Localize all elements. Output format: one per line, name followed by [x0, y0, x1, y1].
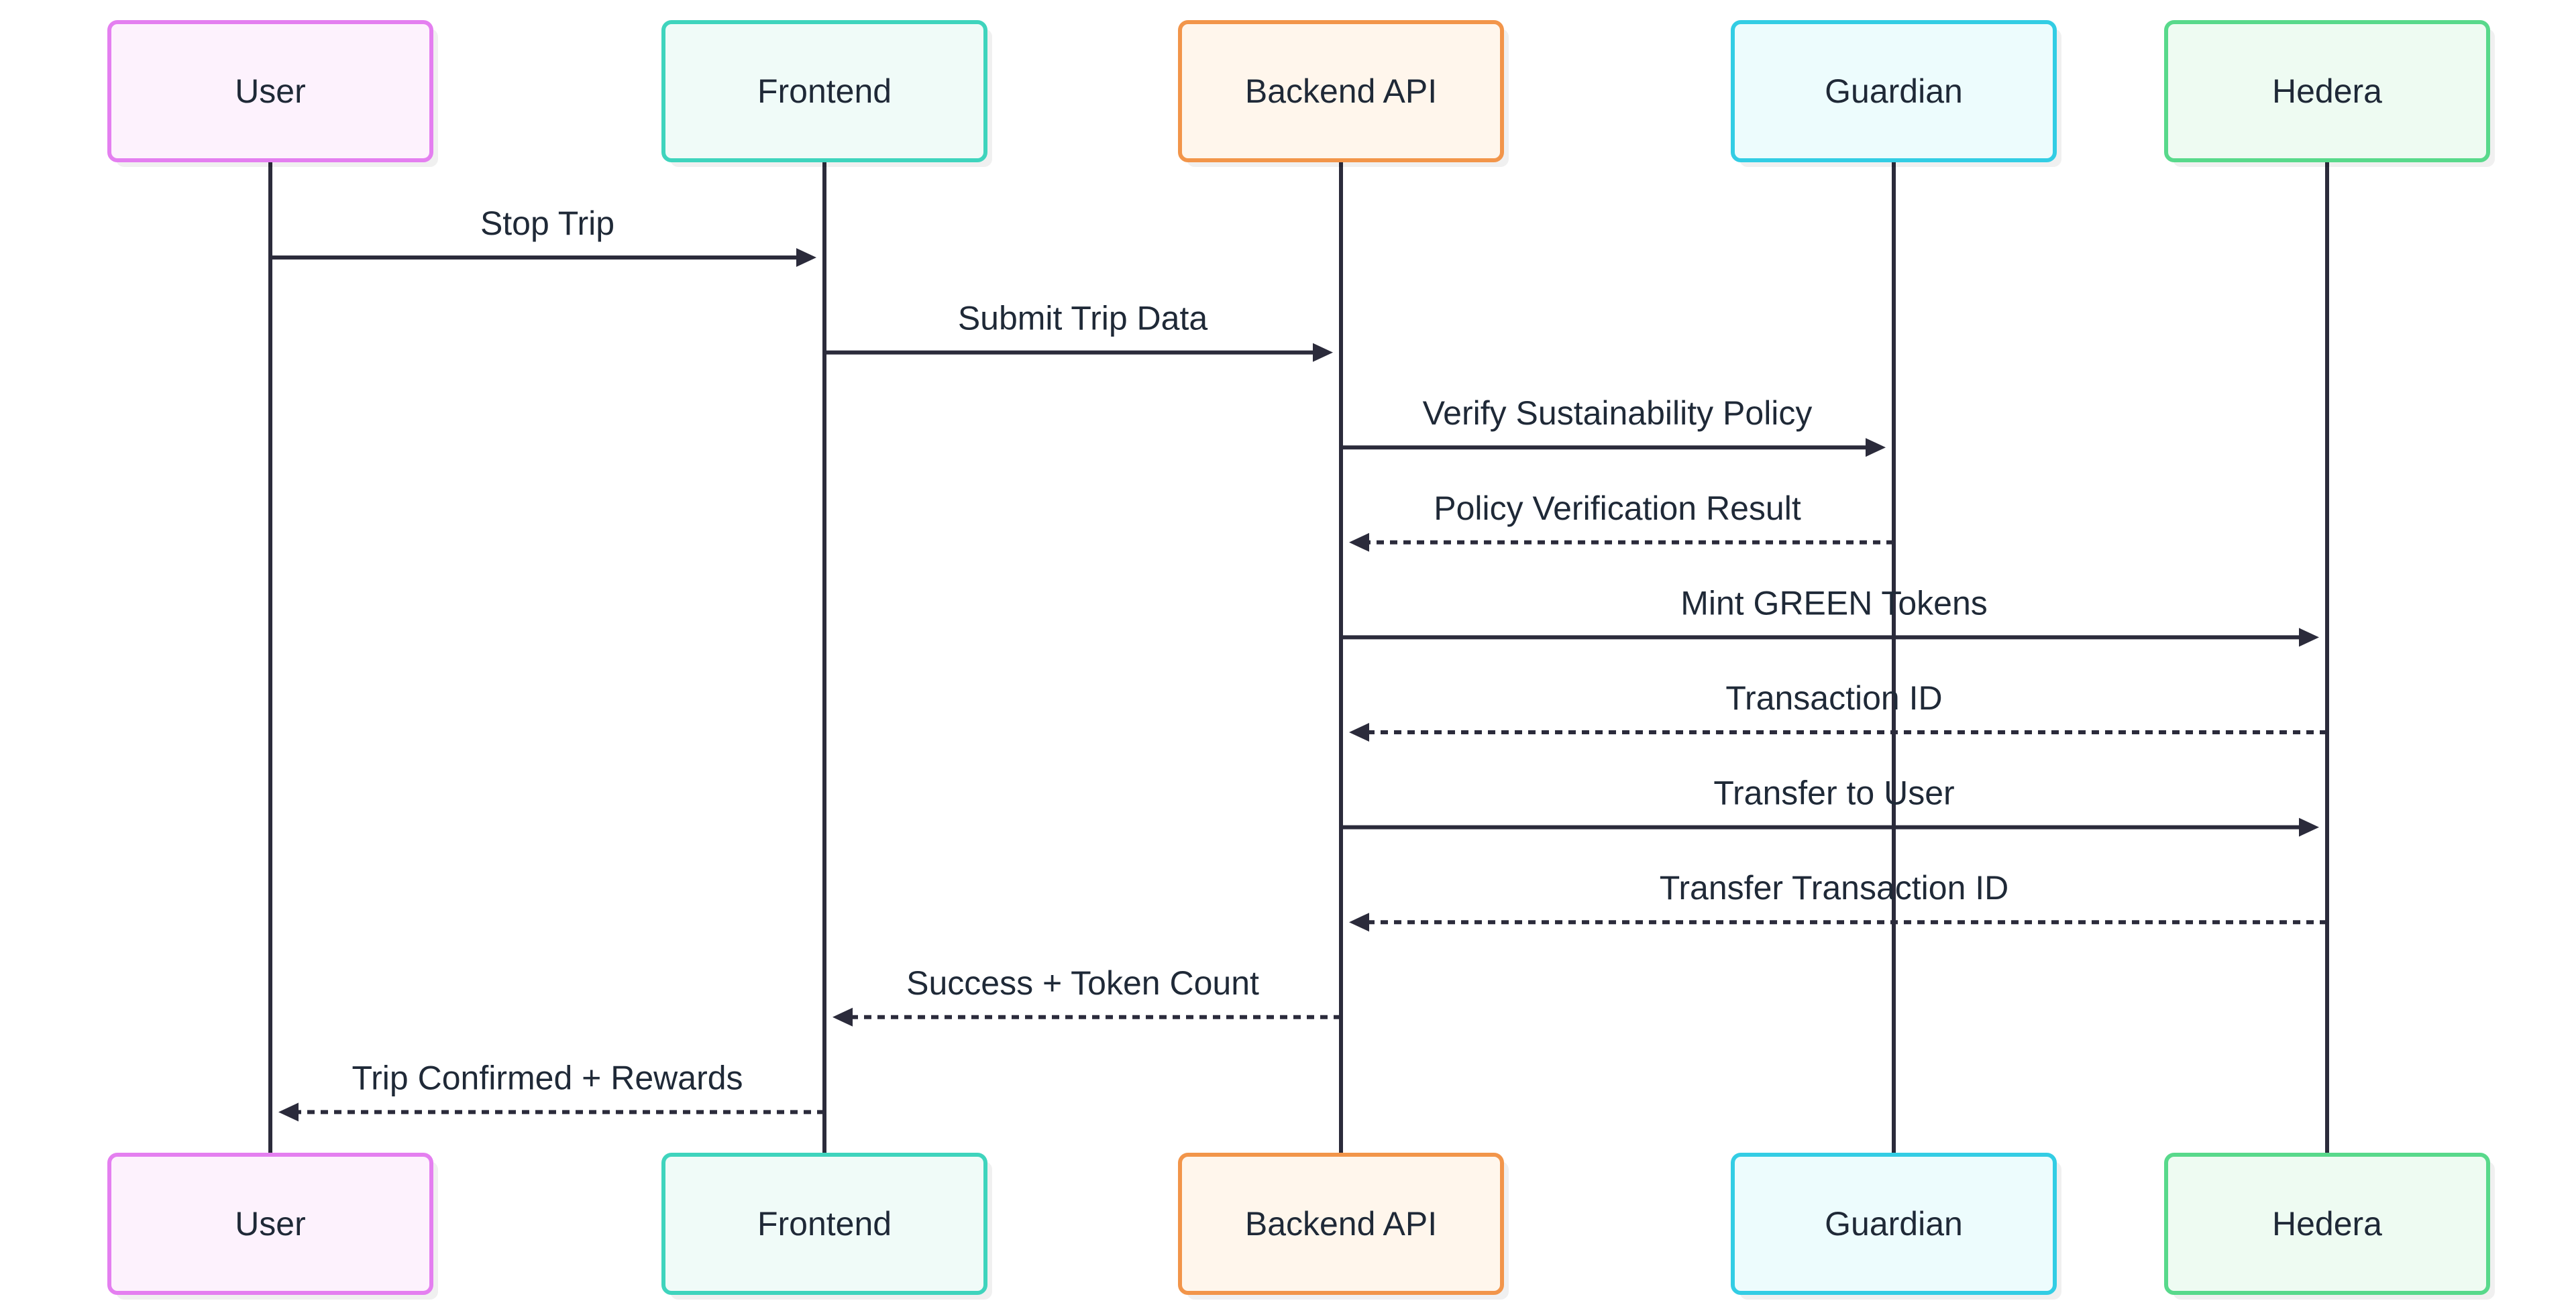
actor-label-frontend: Frontend [757, 1205, 892, 1243]
actor-label-backend: Backend API [1245, 1205, 1437, 1243]
actor-box-hedera-bottom: Hedera [2164, 1153, 2495, 1300]
actor-rect [1178, 20, 1504, 162]
message-label: Verify Sustainability Policy [1423, 394, 1813, 432]
actor-box-user-bottom: User [107, 1153, 438, 1300]
actor-rect [1178, 1153, 1504, 1295]
message-8: Transfer Transaction ID [1349, 869, 2327, 932]
arrowhead-icon [2299, 817, 2319, 837]
arrowhead-icon [278, 1102, 299, 1122]
actor-box-guardian-bottom: Guardian [1731, 1153, 2061, 1300]
message-6: Transaction ID [1349, 679, 2327, 742]
message-7: Transfer to User [1341, 775, 2319, 837]
message-label: Stop Trip [480, 205, 614, 242]
arrowhead-icon [1866, 438, 1886, 457]
message-label: Trip Confirmed + Rewards [352, 1059, 743, 1096]
arrowhead-icon [1349, 913, 1369, 932]
actor-rect [1731, 20, 2057, 162]
actor-rect [2164, 20, 2490, 162]
arrowhead-icon [1349, 532, 1369, 552]
message-1: Stop Trip [270, 205, 816, 267]
actor-rect [2164, 1153, 2490, 1295]
actor-label-guardian: Guardian [1825, 72, 1963, 110]
message-9: Success + Token Count [833, 964, 1341, 1027]
actor-rect [107, 20, 433, 162]
arrowhead-icon [2299, 628, 2319, 647]
actor-box-hedera-top: Hedera [2164, 20, 2495, 167]
actor-label-backend: Backend API [1245, 72, 1437, 110]
actor-rect [1731, 1153, 2057, 1295]
message-label: Transfer Transaction ID [1660, 869, 2009, 907]
message-label: Success + Token Count [906, 964, 1259, 1002]
actor-box-backend-top: Backend API [1178, 20, 1509, 167]
actors-bottom: User Frontend Backend API Guardian Hedera [107, 1153, 2495, 1300]
arrowhead-icon [833, 1007, 853, 1027]
actor-box-backend-bottom: Backend API [1178, 1153, 1509, 1300]
actor-label-frontend: Frontend [757, 72, 892, 110]
message-label: Transfer to User [1713, 775, 1954, 812]
message-label: Mint GREEN Tokens [1680, 584, 1988, 622]
message-4: Policy Verification Result [1349, 490, 1894, 552]
actor-label-hedera: Hedera [2272, 1205, 2382, 1243]
arrowhead-icon [1313, 343, 1333, 362]
message-5: Mint GREEN Tokens [1341, 584, 2319, 647]
actor-rect [107, 1153, 433, 1295]
actor-box-frontend-bottom: Frontend [661, 1153, 992, 1300]
actor-label-hedera: Hedera [2272, 72, 2382, 110]
message-label: Submit Trip Data [958, 300, 1208, 337]
actors-top: User Frontend Backend API Guardian Hedera [107, 20, 2495, 167]
message-2: Submit Trip Data [824, 300, 1333, 362]
actor-rect [661, 20, 987, 162]
message-label: Transaction ID [1725, 679, 1942, 717]
arrowhead-icon [1349, 723, 1369, 742]
message-3: Verify Sustainability Policy [1341, 394, 1886, 457]
message-10: Trip Confirmed + Rewards [278, 1059, 824, 1122]
actor-label-user: User [235, 72, 306, 110]
arrowhead-icon [796, 248, 816, 267]
message-label: Policy Verification Result [1434, 490, 1801, 527]
actor-rect [661, 1153, 987, 1295]
actor-box-frontend-top: Frontend [661, 20, 992, 167]
actor-box-user-top: User [107, 20, 438, 167]
actor-box-guardian-top: Guardian [1731, 20, 2061, 167]
actor-label-user: User [235, 1205, 306, 1243]
lifelines [268, 160, 2329, 1155]
actor-label-guardian: Guardian [1825, 1205, 1963, 1243]
